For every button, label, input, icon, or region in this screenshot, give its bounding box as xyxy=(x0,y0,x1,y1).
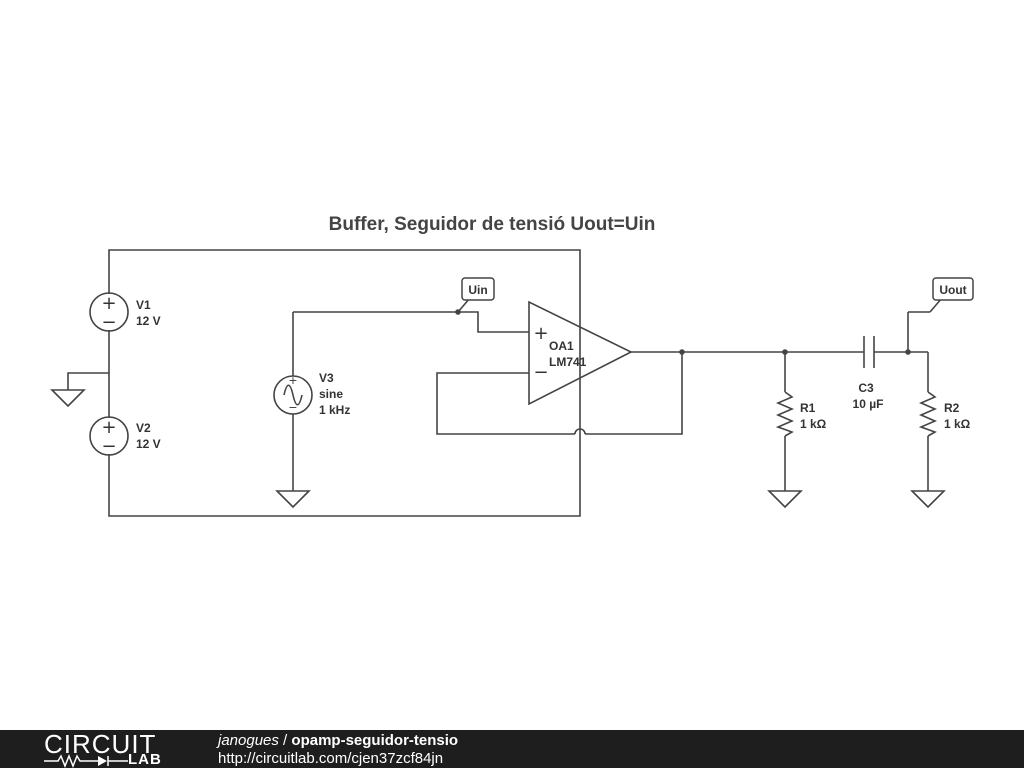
resistor-r2[interactable] xyxy=(918,391,938,437)
r1-name: R1 xyxy=(800,401,816,415)
svg-text:−: − xyxy=(101,436,116,457)
net-label-uout[interactable]: Uout xyxy=(932,277,974,301)
v3-name: V3 xyxy=(319,371,334,385)
schematic-title: Buffer, Seguidor de tensió Uout=Uin xyxy=(329,214,656,235)
svg-text:+: + xyxy=(288,374,297,387)
v3-value: 1 kHz xyxy=(319,403,350,417)
footer-separator: / xyxy=(278,732,292,749)
svg-text:+: + xyxy=(101,293,116,314)
feedback-wires xyxy=(436,352,683,435)
v1-name: V1 xyxy=(136,298,151,312)
oa1-name: OA1 xyxy=(549,339,574,353)
oa1-model: LM741 xyxy=(549,355,587,369)
schematic-canvas: Buffer, Seguidor de tensió Uout=Uin + − … xyxy=(50,214,974,517)
r2-value: 1 kΩ xyxy=(944,417,971,431)
footer-url-link[interactable]: http://circuitlab.com/cjen37zcf84jn xyxy=(218,750,444,767)
svg-text:−: − xyxy=(533,362,548,383)
r2-name: R2 xyxy=(944,401,960,415)
ground-symbol-r2 xyxy=(910,436,946,509)
opamp-oa1[interactable]: + − xyxy=(528,300,633,406)
footer-owner-line: janogues / opamp-seguidor-tensio xyxy=(218,732,458,750)
footer-user-link[interactable]: janogues xyxy=(218,732,279,749)
resistor-r1[interactable] xyxy=(775,391,795,437)
capacitor-c3[interactable] xyxy=(863,336,875,368)
net-label-uin[interactable]: Uin xyxy=(461,277,495,301)
svg-text:−: − xyxy=(288,401,297,414)
ground-symbol-r1 xyxy=(767,436,803,509)
ground-symbol-supply xyxy=(50,389,86,408)
svg-text:+: + xyxy=(533,323,548,344)
output-wires xyxy=(631,297,943,392)
v2-value: 12 V xyxy=(136,437,161,451)
circuitlab-logo[interactable]: CIRCUIT xyxy=(44,729,157,759)
footer-bar: CIRCUIT LAB janogues / opamp-seguidor-te… xyxy=(0,730,1024,768)
input-wires xyxy=(293,297,529,333)
footer-project-link[interactable]: opamp-seguidor-tensio xyxy=(291,732,459,749)
logo-waveform-icon xyxy=(44,754,128,768)
v2-name: V2 xyxy=(136,421,151,435)
svg-text:Uout: Uout xyxy=(939,283,966,297)
ground-symbol-v3 xyxy=(275,414,311,509)
r1-value: 1 kΩ xyxy=(800,417,827,431)
v1-source[interactable]: + − xyxy=(89,292,129,333)
v1-value: 12 V xyxy=(136,314,161,328)
circuitlab-logo-lab: LAB xyxy=(128,751,162,768)
v3-sine-source[interactable]: + − xyxy=(273,312,313,415)
v2-source[interactable]: + − xyxy=(89,416,129,457)
svg-text:+: + xyxy=(101,417,116,438)
svg-text:Uin: Uin xyxy=(468,283,487,297)
c3-name: C3 xyxy=(858,381,874,395)
svg-text:−: − xyxy=(101,312,116,333)
c3-value: 10 µF xyxy=(853,397,884,411)
supply-wires xyxy=(67,249,581,517)
v3-type: sine xyxy=(319,387,343,401)
